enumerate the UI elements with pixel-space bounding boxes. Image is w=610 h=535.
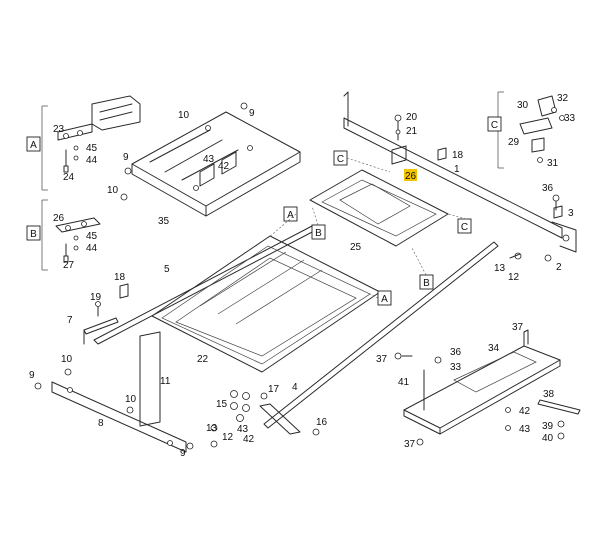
callout-13-right: 13 xyxy=(494,263,506,274)
callout-35: 35 xyxy=(158,216,170,227)
callout-23: 23 xyxy=(53,124,65,135)
ref-box-b-left xyxy=(311,224,326,240)
callout-10-left-bottom: 10 xyxy=(61,354,73,365)
ref-box-b-right xyxy=(419,274,434,290)
callout-21: 21 xyxy=(406,126,418,137)
callout-10-top: 10 xyxy=(178,110,190,121)
callout-9-bottom: 9 xyxy=(180,448,186,459)
inset-b-bracket-assembly: B xyxy=(26,199,101,271)
callout-12-right: 12 xyxy=(508,272,520,283)
callout-27: 27 xyxy=(63,260,75,271)
callout-10-bottom: 10 xyxy=(125,394,137,405)
callout-3: 3 xyxy=(568,208,574,219)
callout-40: 40 xyxy=(542,433,554,444)
callout-9-left: 9 xyxy=(123,152,129,163)
callout-22: 22 xyxy=(197,354,209,365)
callout-43-top: 43 xyxy=(203,154,215,165)
callout-18-left: 18 xyxy=(114,272,126,283)
ref-letter-c-right: C xyxy=(461,222,468,233)
callout-29: 29 xyxy=(508,137,520,148)
callout-43-right: 43 xyxy=(519,424,531,435)
callout-43-bottom: 43 xyxy=(237,424,249,435)
ref-box-c-right xyxy=(457,218,472,234)
cover-plate-35 xyxy=(131,111,301,217)
callout-4: 4 xyxy=(292,382,298,393)
ref-box-a-top xyxy=(283,206,298,222)
callout-34: 34 xyxy=(488,343,500,354)
callout-19: 19 xyxy=(90,292,102,303)
callout-15: 15 xyxy=(216,399,228,410)
callout-5: 5 xyxy=(164,264,170,275)
callout-42-right: 42 xyxy=(519,406,531,417)
callout-42-bottom: 42 xyxy=(243,434,255,445)
callout-26-highlighted: 26 xyxy=(405,171,417,182)
callout-1: 1 xyxy=(454,164,460,175)
callout-18-top: 18 xyxy=(452,150,464,161)
callout-37-mid: 37 xyxy=(376,354,388,365)
callout-8: 8 xyxy=(98,418,104,429)
frame-rail-8 xyxy=(51,381,187,453)
inset-c-hinge-assembly: C xyxy=(487,91,565,169)
callout-38: 38 xyxy=(543,389,555,400)
callout-45-a: 45 xyxy=(86,143,98,154)
callout-39: 39 xyxy=(542,421,554,432)
callout-36-mid: 36 xyxy=(450,347,462,358)
frame-rail-1 xyxy=(343,91,577,253)
frame-rail-5 xyxy=(93,225,317,345)
support-bracket-34 xyxy=(403,329,581,435)
callout-12-bottom: 12 xyxy=(222,432,234,443)
ref-letter-b-left: B xyxy=(315,228,322,239)
ref-letter-a-top: A xyxy=(287,210,294,221)
highlight-marker xyxy=(404,169,417,181)
callout-45-b: 45 xyxy=(86,231,98,242)
ref-box-b-inset xyxy=(26,225,41,241)
ref-letter-b-right: B xyxy=(423,278,430,289)
callout-10-left: 10 xyxy=(107,185,119,196)
fasteners-20-21 xyxy=(391,114,447,165)
callout-32: 32 xyxy=(557,93,569,104)
heating-element-25 xyxy=(309,169,449,247)
callout-16: 16 xyxy=(316,417,328,428)
callout-7: 7 xyxy=(67,315,73,326)
ref-letter-c-top: C xyxy=(337,154,344,165)
callout-44-a: 44 xyxy=(86,155,98,166)
ref-letter-a-right: A xyxy=(381,294,388,305)
ref-letter-c-inset: C xyxy=(491,120,498,131)
ref-letter-b-inset: B xyxy=(30,229,37,240)
callout-41: 41 xyxy=(398,377,410,388)
callout-9-top: 9 xyxy=(249,108,255,119)
callout-37-right: 37 xyxy=(512,322,524,333)
callout-33: 33 xyxy=(564,113,576,124)
callout-36-top: 36 xyxy=(542,183,554,194)
callout-25: 25 xyxy=(350,242,362,253)
callout-33-mid: 33 xyxy=(450,362,462,373)
bracket-11 xyxy=(139,331,161,427)
callout-24: 24 xyxy=(63,172,75,183)
callout-13-bottom: 13 xyxy=(206,423,218,434)
callout-20: 20 xyxy=(406,112,418,123)
ref-letter-a-inset: A xyxy=(30,140,37,151)
ref-box-c-inset xyxy=(487,116,502,132)
callout-42-top: 42 xyxy=(218,161,230,172)
callout-2: 2 xyxy=(556,262,562,273)
inset-a-bracket-assembly: A xyxy=(26,95,141,191)
callout-44-b: 44 xyxy=(86,243,98,254)
callout-9-left-bottom: 9 xyxy=(29,370,35,381)
frame-rail-4 xyxy=(263,241,499,429)
washer-stack xyxy=(230,390,250,422)
callout-11: 11 xyxy=(160,376,171,387)
callout-31: 31 xyxy=(547,158,559,169)
callout-26: 26 xyxy=(53,213,65,224)
callout-17: 17 xyxy=(268,384,280,395)
callout-37-bottom: 37 xyxy=(404,439,416,450)
ref-box-a-inset xyxy=(26,136,41,152)
callout-30: 30 xyxy=(517,100,529,111)
